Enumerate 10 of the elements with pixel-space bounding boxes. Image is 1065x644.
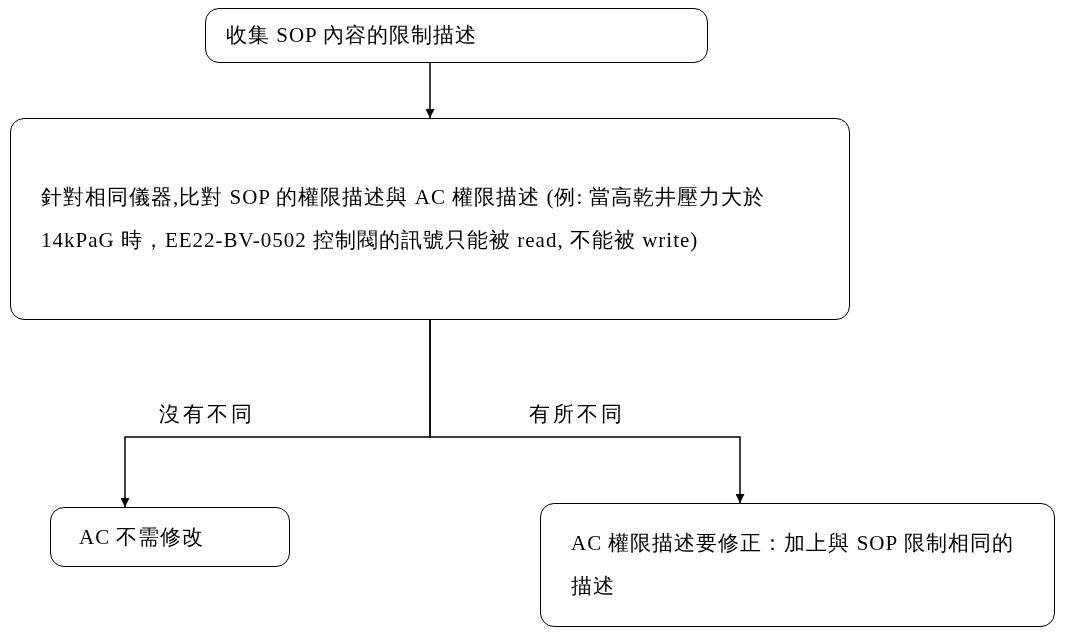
process-box [50,507,290,567]
box-text: 收集 SOP 內容的限制描述 [226,22,478,49]
box-text: AC 不需修改 [79,523,205,551]
box-text: AC 權限描述要修正：加上與 SOP 限制相同的描述 [571,530,1015,600]
arrow [425,62,435,119]
process-box [205,8,708,63]
process-box [10,118,850,320]
process-box [540,503,1055,627]
arrow [429,319,745,504]
box-text: 針對相同儀器,比對 SOP 的權限描述與 AC 權限描述 (例: 當高乾井壓力大於 14kPaG 時，EE22-BV-0502 控制閥的訊號只能被 read, 不能被 write) [41,184,767,254]
